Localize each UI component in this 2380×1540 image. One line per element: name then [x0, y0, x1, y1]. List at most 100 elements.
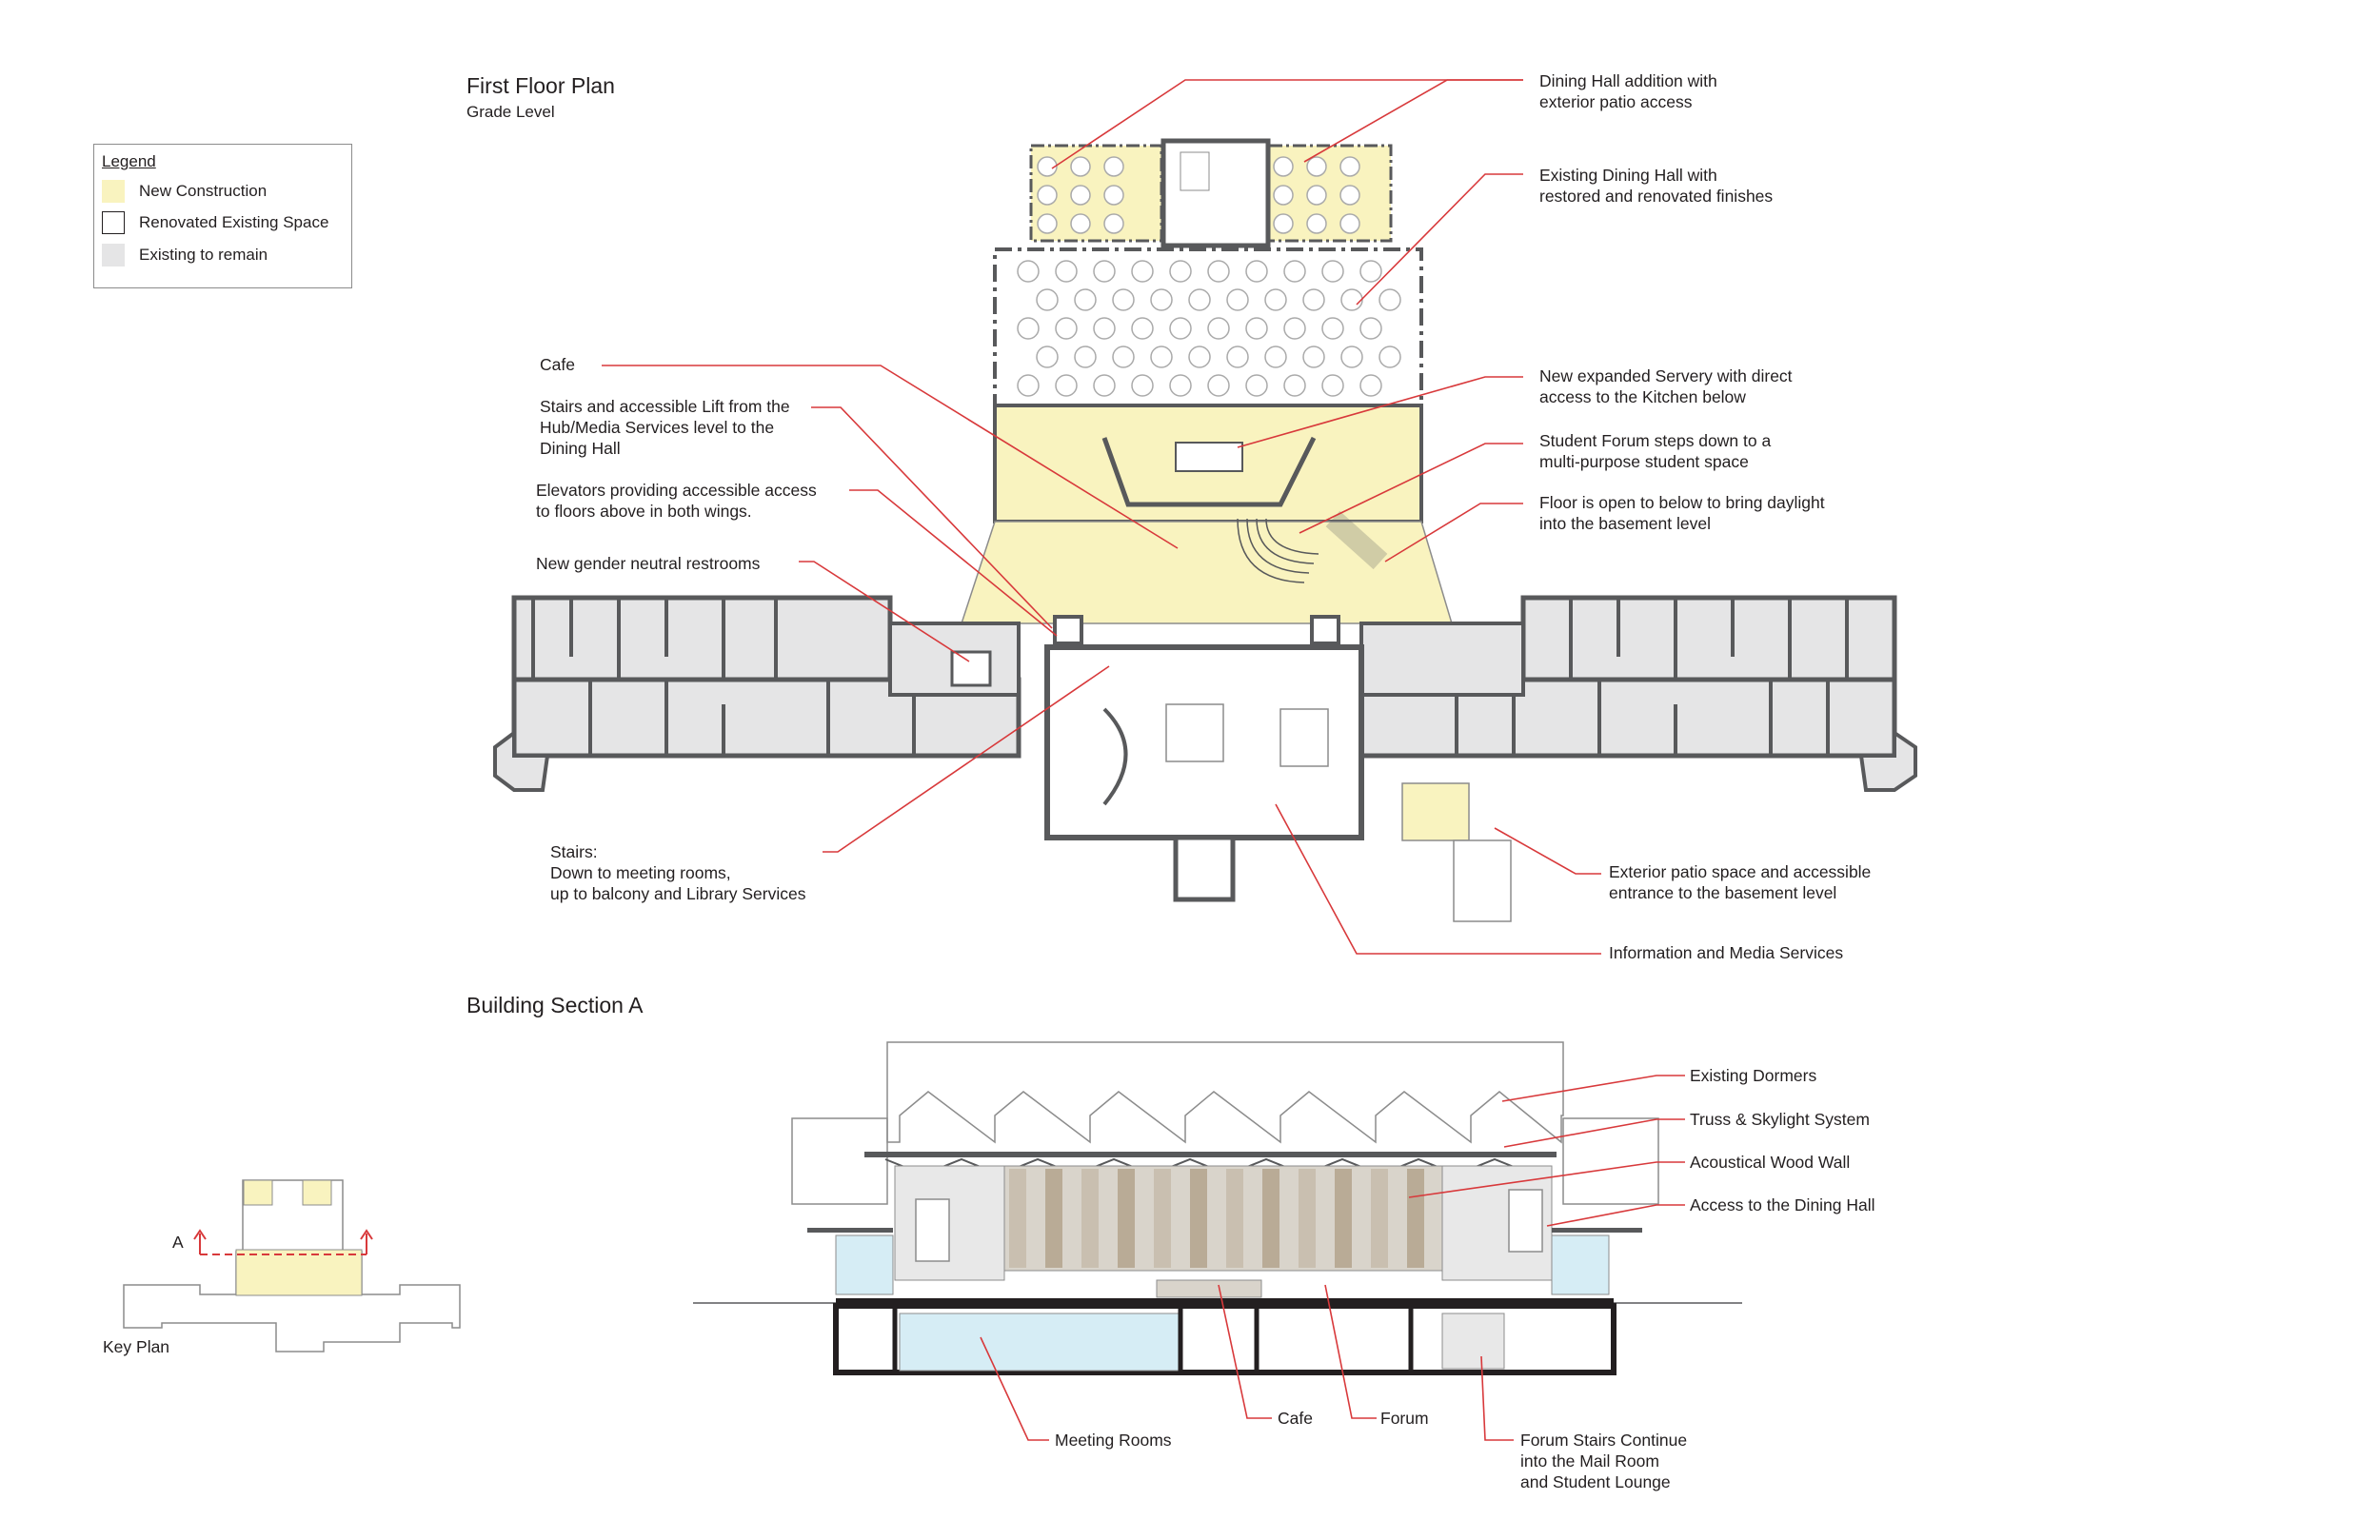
wood-slat: [1081, 1169, 1099, 1268]
legend-item-renovated: Renovated Existing Space: [139, 213, 329, 231]
basement-stair: [1441, 1313, 1505, 1370]
dining-table: [1321, 317, 1344, 340]
label-meeting-rooms: Meeting Rooms: [1055, 1431, 1172, 1450]
label-dining-addition: Dining Hall addition with exterior patio…: [1539, 71, 1717, 111]
label-servery: New expanded Servery with direct access …: [1539, 366, 1793, 406]
dining-table: [1055, 374, 1078, 397]
key-new-centre: [235, 1249, 363, 1296]
west-wing: [493, 595, 1021, 792]
label-elevators: Elevators providing accessible access to…: [536, 481, 817, 521]
dining-table: [1378, 288, 1401, 311]
dining-table: [1103, 156, 1124, 177]
exterior-patio: [1401, 782, 1470, 841]
dining-table: [1169, 260, 1192, 283]
forum-steps: [1237, 518, 1319, 583]
east-wing: [1359, 595, 1917, 792]
dining-table: [1055, 260, 1078, 283]
label-dining-access: Access to the Dining Hall: [1690, 1195, 1875, 1214]
east-canopy: [1552, 1228, 1642, 1233]
dining-table: [1074, 346, 1097, 368]
dining-table: [1037, 156, 1058, 177]
label-dormers: Existing Dormers: [1690, 1066, 1817, 1085]
existing-walls-side-west: [791, 1117, 888, 1205]
existing-walls-side-east: [1562, 1117, 1659, 1205]
dining-access-door: [1508, 1189, 1543, 1253]
student-forum: [960, 521, 1454, 624]
key-plan-marker: A: [172, 1233, 184, 1252]
patio-ramp: [1453, 839, 1512, 922]
legend-swatch-new: [102, 180, 125, 203]
dining-table: [1112, 288, 1135, 311]
wood-slat: [1335, 1169, 1352, 1268]
key-plan: [123, 1179, 461, 1352]
wood-slat: [1407, 1169, 1424, 1268]
plan-subtitle: Grade Level: [466, 103, 555, 121]
forum-stair: [1325, 510, 1388, 570]
plan-title: First Floor Plan: [466, 73, 615, 98]
wood-slat: [1299, 1169, 1316, 1268]
section-leader-lines: [980, 1075, 1685, 1441]
dining-table: [1245, 374, 1268, 397]
label-forum: Student Forum steps down to a multi-purp…: [1539, 431, 1772, 471]
dining-table: [1112, 346, 1135, 368]
dining-table: [1188, 346, 1211, 368]
elevator-west: [1053, 615, 1083, 645]
first-floor-plan: [493, 79, 1917, 955]
hub-tables-b: [1279, 708, 1329, 767]
dining-table: [1036, 346, 1059, 368]
addition-stair-core: [1160, 138, 1271, 248]
legend-swatch-existing: [102, 244, 125, 267]
key-new-north-west: [243, 1179, 273, 1206]
east-glazing: [1551, 1234, 1610, 1295]
label-section-forum: Forum: [1380, 1409, 1429, 1428]
dining-table: [1131, 260, 1154, 283]
label-wood-wall: Acoustical Wood Wall: [1690, 1153, 1851, 1172]
dining-table: [1207, 317, 1230, 340]
west-door: [915, 1198, 950, 1262]
dining-table: [1273, 213, 1294, 234]
dining-table: [1093, 374, 1116, 397]
legend-item-new: New Construction: [139, 182, 268, 200]
dining-table: [1103, 185, 1124, 206]
restroom-core: [950, 650, 992, 687]
label-cafe: Cafe: [540, 355, 575, 374]
legend-item-existing: Existing to remain: [139, 246, 268, 264]
dining-table: [1055, 317, 1078, 340]
dining-table: [1226, 288, 1249, 311]
servery-island: [1175, 442, 1243, 472]
section-title: Building Section A: [466, 993, 644, 1017]
west-canopy: [807, 1228, 893, 1233]
meeting-rooms-glazing: [899, 1313, 1181, 1372]
dining-table: [1070, 156, 1091, 177]
dining-table: [1103, 213, 1124, 234]
dining-tables: [1017, 156, 1401, 397]
addition-stair: [1180, 151, 1210, 191]
plan-leader-lines: [602, 79, 1601, 955]
label-stairs: Stairs: Down to meeting rooms, up to bal…: [550, 842, 806, 903]
key-new-north-east: [302, 1179, 332, 1206]
legend: Legend New Construction Renovated Existi…: [93, 144, 352, 288]
dining-table: [1037, 185, 1058, 206]
dining-table: [1340, 346, 1363, 368]
servery-counter: [1101, 436, 1317, 507]
wood-slat: [1371, 1169, 1388, 1268]
dining-table: [1264, 346, 1287, 368]
dining-table: [1306, 185, 1327, 206]
dining-table: [1359, 260, 1382, 283]
dining-table: [1273, 185, 1294, 206]
label-forum-stairs: Forum Stairs Continue into the Mail Room…: [1520, 1431, 1688, 1491]
legend-swatch-renovated: [102, 211, 125, 234]
dining-table: [1017, 260, 1040, 283]
dining-table: [1245, 260, 1268, 283]
dining-table: [1188, 288, 1211, 311]
dining-table: [1378, 346, 1401, 368]
label-floor-open: Floor is open to below to bring daylight…: [1539, 493, 1825, 533]
dining-table: [1017, 374, 1040, 397]
dining-table: [1302, 288, 1325, 311]
dining-table: [1283, 260, 1306, 283]
dining-table: [1306, 213, 1327, 234]
dining-table: [1321, 374, 1344, 397]
dining-table: [1264, 288, 1287, 311]
dining-table: [1093, 260, 1116, 283]
